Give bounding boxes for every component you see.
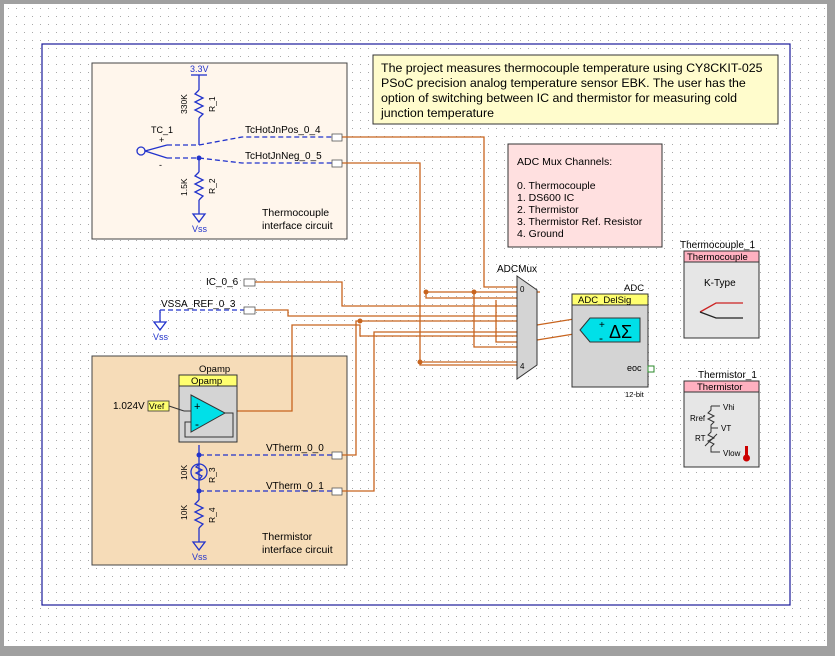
vss-ground-icon xyxy=(152,321,168,332)
adc-resolution: 12-bit xyxy=(625,390,645,399)
vtherm1-terminal[interactable] xyxy=(331,487,343,496)
thermocouple-instance: Thermocouple_1 xyxy=(680,240,755,251)
opamp-title: Opamp xyxy=(191,376,222,387)
blue-junctions xyxy=(196,155,202,494)
opamp-plus: + xyxy=(194,401,200,413)
description-line: junction temperature xyxy=(380,106,494,120)
vss-label: Vss xyxy=(153,332,169,342)
description-line: The project measures thermocouple temper… xyxy=(381,61,763,75)
mux-channel: 1. DS600 IC xyxy=(517,192,575,204)
ground-symbol-icon xyxy=(191,213,207,224)
thermistor-rref: Rref xyxy=(690,414,706,423)
wire-junctions xyxy=(357,289,477,365)
description-note[interactable] xyxy=(372,54,779,125)
adc-plus: + xyxy=(599,320,605,331)
thermistor-vhi: Vhi xyxy=(723,403,735,412)
pin-pos-terminal[interactable] xyxy=(331,133,343,142)
tc-plus: + xyxy=(159,135,164,145)
pin-pos-label: TcHotJnPos_0_4 xyxy=(245,125,321,136)
thermocouple-type: K-Type xyxy=(704,278,736,289)
thermocouple-component[interactable] xyxy=(683,250,760,339)
adc-mux[interactable] xyxy=(516,275,538,380)
ground-label: Vss xyxy=(192,552,208,562)
therm-block-label: interface circuit xyxy=(262,544,333,556)
vtherm0-terminal[interactable] xyxy=(331,451,343,460)
tc-block-label: interface circuit xyxy=(262,220,333,232)
thermistor-instance: Thermistor_1 xyxy=(698,370,757,381)
vref-label: Vref xyxy=(149,401,165,411)
description-line: option of switching between IC and therm… xyxy=(381,91,737,105)
thermometer-icon xyxy=(743,446,750,462)
sheet-frame xyxy=(41,43,791,606)
r2-value: 1.5K xyxy=(179,178,189,196)
pin-neg-label: TcHotJnNeg_0_5 xyxy=(245,151,322,162)
mux-input-first: 0 xyxy=(520,285,525,294)
adc-minus: - xyxy=(599,331,603,345)
tc-minus: - xyxy=(159,160,162,170)
ic-pin-label: IC_0_6 xyxy=(206,277,239,288)
vtherm1-label: VTherm_0_1 xyxy=(266,481,324,492)
r2-name: R_2 xyxy=(207,178,217,194)
therm-block-label: Thermistor xyxy=(262,531,313,543)
thermistor-title: Thermistor xyxy=(697,382,742,393)
digital-wires xyxy=(160,136,332,492)
r3-value: 10K xyxy=(179,465,189,480)
ground-label: Vss xyxy=(192,224,208,234)
eoc-terminal[interactable] xyxy=(647,365,655,373)
adc-instance: ADC xyxy=(624,283,644,294)
adc-title: ADC_DelSig xyxy=(578,295,631,306)
tc-name: TC_1 xyxy=(151,125,173,135)
vref-value: 1.024V xyxy=(113,401,145,412)
thermistor-symbol-icon xyxy=(190,463,208,481)
ic-pin-terminal[interactable] xyxy=(243,278,256,287)
mux-channel: 0. Thermocouple xyxy=(517,180,596,192)
mux-channels-note[interactable] xyxy=(507,143,663,248)
r4-name: R_4 xyxy=(207,507,217,523)
description-line: PSoC precision analog temperature sensor… xyxy=(381,76,746,90)
tc-block-label: Thermocouple xyxy=(262,207,329,219)
mux-channel: 4. Ground xyxy=(517,228,564,240)
vtherm0-label: VTherm_0_0 xyxy=(266,443,324,454)
thermocouple-probe-icon[interactable] xyxy=(136,144,168,159)
mux-input-last: 4 xyxy=(520,362,525,371)
adc-symbol: ΔΣ xyxy=(609,322,632,342)
pin-neg-terminal[interactable] xyxy=(331,159,343,168)
r4-value: 10K xyxy=(179,505,189,520)
r3-name: R_3 xyxy=(207,467,217,483)
thermistor-vlow: Vlow xyxy=(723,449,741,458)
r1-value: 330K xyxy=(179,94,189,114)
vssa-pin-label: VSSA_REF_0_3 xyxy=(161,299,236,310)
thermocouple-junction-icon xyxy=(699,302,743,319)
r1-name: R_1 xyxy=(207,96,217,112)
vssa-pin-terminal[interactable] xyxy=(243,306,256,315)
mux-name: ADCMux xyxy=(497,264,537,275)
opamp-minus: - xyxy=(195,417,199,431)
delta-sigma-icon xyxy=(579,317,641,343)
opamp-instance: Opamp xyxy=(199,364,230,375)
adc-eoc: eoc xyxy=(627,363,642,373)
ground-symbol-icon xyxy=(191,541,207,552)
opamp-symbol-icon xyxy=(184,394,234,438)
thermocouple-title: Thermocouple xyxy=(687,252,748,263)
thermistor-network-icon xyxy=(704,405,720,453)
thermocouple-circuit-block[interactable] xyxy=(91,62,348,240)
mux-channel: 2. Thermistor xyxy=(517,204,579,216)
thermistor-rt: RT xyxy=(695,434,706,443)
thermistor-vt: VT xyxy=(721,424,731,433)
mux-channel: 3. Thermistor Ref. Resistor xyxy=(517,216,643,228)
supply-label: 3.3V xyxy=(190,64,209,74)
mux-channels-title: ADC Mux Channels: xyxy=(517,156,612,168)
analog-wires xyxy=(235,136,591,492)
